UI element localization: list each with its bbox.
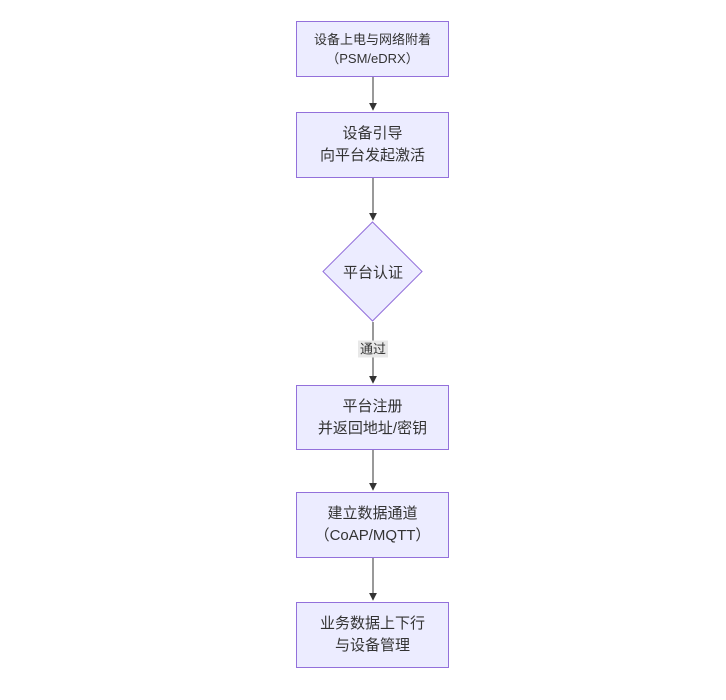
node-device-bootstrap: 设备引导 向平台发起激活 [296,112,449,178]
node-label-line: （CoAP/MQTT） [314,527,431,544]
node-label-line: 与设备管理 [334,637,410,654]
node-label-line: 并返回地址/密钥 [317,419,428,437]
node-label-line: 设备引导 [342,125,403,142]
node-label-line: 业务数据上下行 [319,615,425,632]
node-power-on-attach: 设备上电与网络附着 （PSM/eDRX） [296,21,449,77]
node-label-line: 向平台发起激活 [319,147,425,164]
node-platform-register: 平台注册 并返回地址/密钥 [296,385,449,450]
node-label-line: 设备上电与网络附着 [313,32,431,47]
edge-label-pass: 通过 [357,340,389,358]
node-label-line: 建立数据通道 [327,505,418,522]
decision-platform-auth-label: 平台认证 [342,264,404,282]
node-label-line: 平台注册 [342,397,403,415]
node-business-data: 业务数据上下行 与设备管理 [296,602,449,668]
node-label-line: （PSM/eDRX） [326,51,419,66]
node-data-channel: 建立数据通道 （CoAP/MQTT） [296,492,449,558]
